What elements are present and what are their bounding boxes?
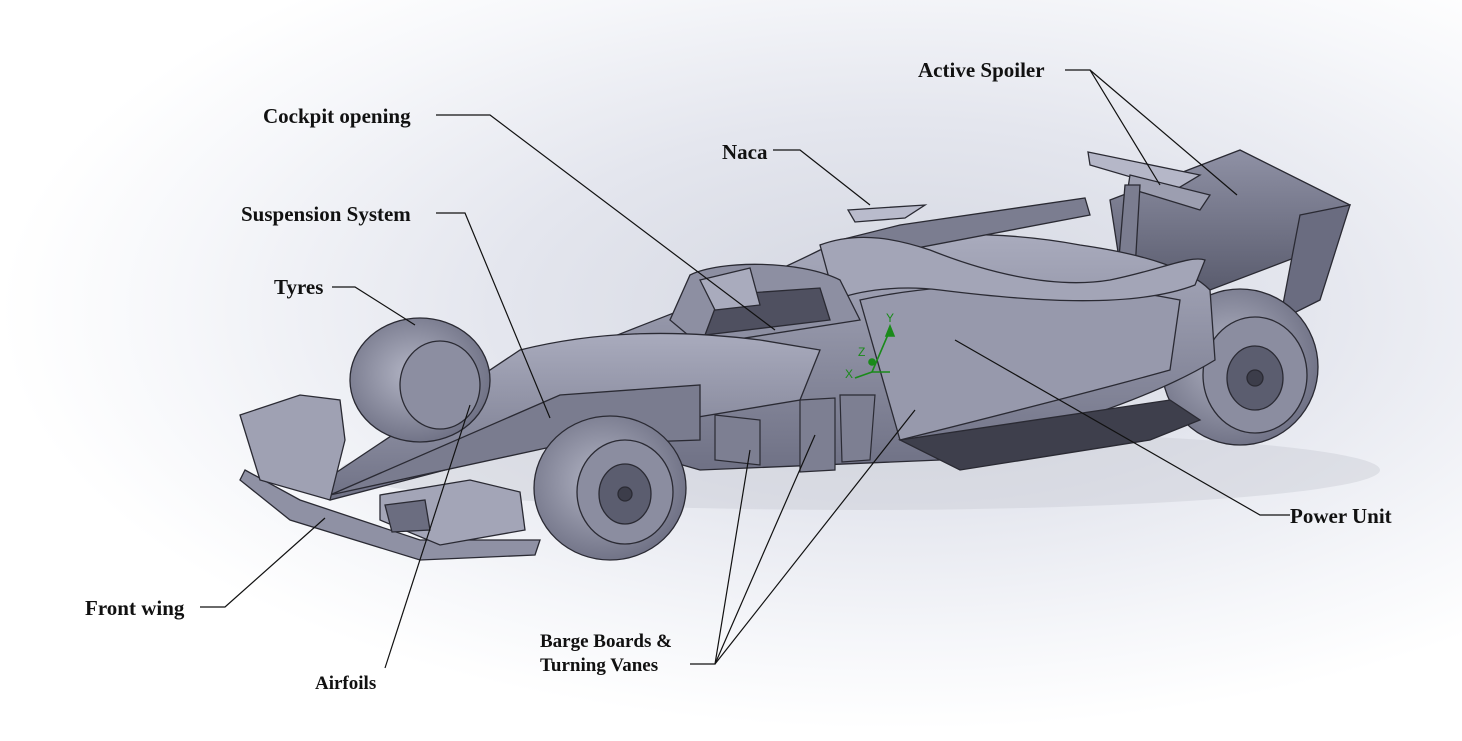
- front-right-tyre: [533, 415, 687, 561]
- leader-barge-3: [714, 409, 916, 665]
- cockpit: [669, 263, 861, 346]
- label-front-wing: Front wing: [85, 596, 185, 620]
- label-airfoils: Airfoils: [315, 673, 377, 694]
- leader-naca: [773, 149, 871, 206]
- label-power-unit: Power Unit: [1290, 504, 1392, 528]
- leader-lines: [200, 69, 1290, 669]
- label-barge-boards-line2: Turning Vanes: [540, 654, 659, 676]
- rear-wing: [1087, 149, 1351, 322]
- triad-y-label: Y: [886, 311, 894, 325]
- leader-suspension: [436, 212, 551, 419]
- label-barge-boards: Barge Boards & Turning Vanes: [540, 630, 672, 678]
- front-wing: [239, 394, 541, 561]
- coordinate-triad: Y Z X: [845, 311, 896, 381]
- leader-barge-2: [714, 434, 816, 665]
- label-cockpit-opening: Cockpit opening: [263, 104, 411, 128]
- leader-airfoils: [384, 404, 471, 669]
- nose-chassis: [308, 332, 821, 501]
- label-naca: Naca: [722, 140, 768, 164]
- leader-power-unit: [954, 339, 1290, 516]
- label-barge-boards-line1: Barge Boards &: [540, 631, 672, 652]
- front-left-tyre: [349, 317, 491, 443]
- leader-cockpit: [436, 114, 776, 331]
- triad-z-label: Z: [858, 345, 865, 359]
- leader-active-spoiler-2: [1089, 69, 1238, 196]
- label-active-spoiler: Active Spoiler: [918, 58, 1045, 82]
- engine-cover: [819, 204, 1206, 302]
- leader-tyres: [332, 286, 416, 326]
- label-tyres: Tyres: [274, 275, 324, 299]
- barge-boards: [714, 394, 876, 473]
- triad-x-label: X: [845, 367, 853, 381]
- label-suspension-system: Suspension System: [241, 202, 411, 226]
- leader-front-wing: [200, 517, 326, 608]
